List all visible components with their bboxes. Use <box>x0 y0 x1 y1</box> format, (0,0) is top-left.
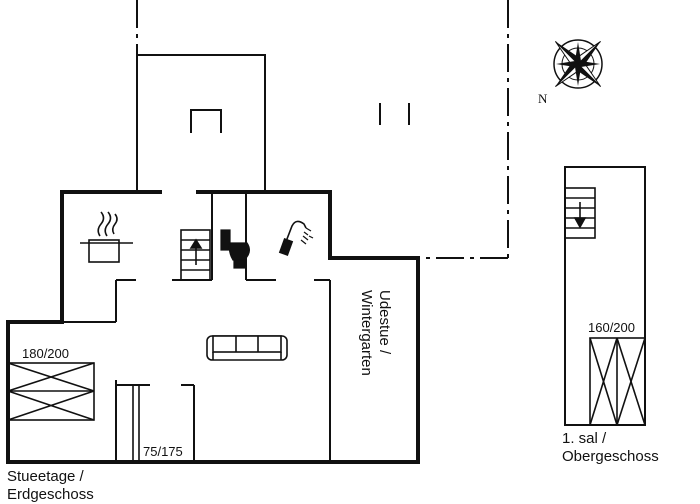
compass-north-label: N <box>538 91 548 106</box>
shower-icon <box>278 220 314 256</box>
sofa-icon <box>206 335 288 361</box>
stairs-up-icon <box>180 229 211 281</box>
bed-label-ground-single: 75/175 <box>143 444 183 459</box>
floor-label-ground-line1: Stueetage / <box>7 468 84 485</box>
floor-label-upper-line1: 1. sal / <box>562 430 607 447</box>
bed-ground-single <box>132 385 140 462</box>
room-label-conservatory-line1: Udestue / <box>376 290 393 355</box>
ground-floor-walls <box>6 190 420 464</box>
room-label-conservatory-line2: Wintergarten <box>358 290 375 376</box>
bed-label-upper-double: 160/200 <box>588 320 635 335</box>
toilet-icon <box>220 229 250 269</box>
room-label-conservatory: Udestue / Wintergarten <box>357 290 393 376</box>
compass-rose-icon <box>553 39 603 89</box>
floor-label-upper-line2: Obergeschoss <box>562 448 659 465</box>
interior-walls <box>62 192 331 462</box>
annex-outline <box>136 54 410 190</box>
floor-label-ground-line2: Erdgeschoss <box>7 486 94 503</box>
floor-label-upper: 1. sal / Obergeschoss <box>562 430 659 466</box>
bed-label-ground-double: 180/200 <box>22 346 69 361</box>
terrace-outline <box>136 0 509 259</box>
stairs-down-icon <box>564 187 596 239</box>
floor-label-ground: Stueetage / Erdgeschoss <box>7 468 94 504</box>
stove-pot-icon <box>80 211 133 263</box>
bed-upper-double <box>589 337 646 426</box>
bed-ground-double <box>7 362 95 421</box>
